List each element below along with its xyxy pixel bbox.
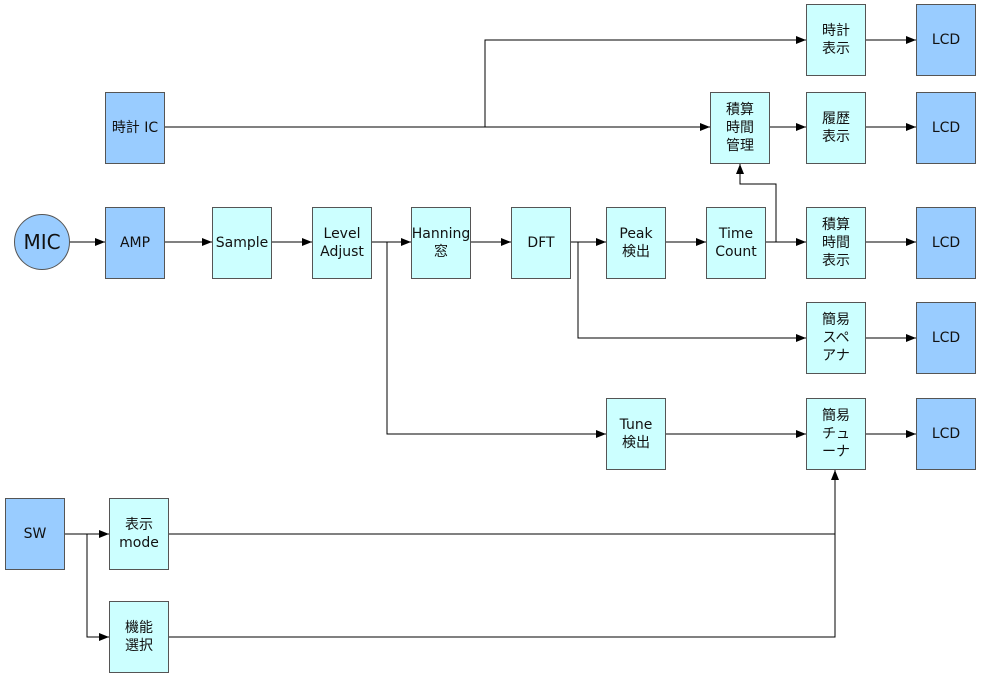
- node-label-line: Sample: [215, 235, 269, 251]
- node-label-line: 簡易: [822, 408, 850, 424]
- node-label-line: Level: [323, 226, 361, 242]
- node-label-line: mode: [119, 535, 159, 551]
- display-mode-block: 表示 mode: [109, 498, 169, 570]
- sample-block: Sample: [212, 207, 272, 279]
- node-label-line: Time: [718, 226, 754, 242]
- node-label-line: 積算: [822, 217, 850, 233]
- node-label-line: 時間: [726, 120, 754, 136]
- node-label-line: 窓: [434, 244, 448, 260]
- node-label-line: Tune: [619, 417, 653, 433]
- node-label-line: 履歴: [822, 111, 850, 127]
- connector-dft-to-spectrum: [577, 242, 806, 342]
- lcd-history: LCD: [916, 92, 976, 164]
- node-label-line: Hanning: [411, 226, 471, 242]
- node-label-line: 時計: [822, 23, 850, 39]
- node-label-line: LCD: [931, 235, 961, 251]
- node-label-line: スペ: [822, 330, 850, 346]
- node-label-line: DFT: [527, 235, 555, 251]
- accumulated-time-management-block: 積算時間管理: [710, 92, 770, 164]
- node-label-line: 検出: [622, 244, 650, 260]
- lcd-clock: LCD: [916, 4, 976, 76]
- lcd-tuner: LCD: [916, 398, 976, 470]
- node-label-line: 検出: [622, 435, 650, 451]
- node-label-line: LCD: [931, 120, 961, 136]
- tuner-block: 簡易チューナ: [806, 398, 866, 470]
- connector-clock_ic-to-clock_disp: [484, 36, 806, 127]
- connector-level-to-tune: [386, 242, 606, 438]
- node-label-line: LCD: [931, 32, 961, 48]
- connector-timecount-to-accum_mgmt: [736, 164, 777, 242]
- node-label-line: SW: [23, 526, 47, 542]
- node-label-line: Peak: [619, 226, 653, 242]
- node-label-line: 機能: [125, 620, 153, 636]
- tune-detect-block: Tune 検出: [606, 398, 666, 470]
- node-label-line: LCD: [931, 330, 961, 346]
- node-label-line: 選択: [125, 638, 153, 654]
- node-label-line: 表示: [822, 129, 850, 145]
- clock-display-block: 時計表示: [806, 4, 866, 76]
- hanning-window-block: Hanning 窓: [411, 207, 471, 279]
- node-label-line: Adjust: [320, 244, 364, 260]
- node-label-line: 時間: [822, 235, 850, 251]
- node-label-line: ーナ: [822, 444, 850, 460]
- node-label-line: 表示: [125, 517, 153, 533]
- node-label-line: Count: [715, 244, 757, 260]
- clock-ic-block: 時計 IC: [105, 92, 165, 164]
- node-label-line: 積算: [726, 102, 754, 118]
- peak-detect-block: Peak 検出: [606, 207, 666, 279]
- dft-block: DFT: [511, 207, 571, 279]
- node-label-line: 管理: [726, 138, 754, 154]
- node-label-line: 簡易: [822, 312, 850, 328]
- node-label-line: 表示: [822, 41, 850, 57]
- node-label-line: MIC: [23, 230, 61, 254]
- sw-block: SW: [5, 498, 65, 570]
- node-label-line: アナ: [822, 348, 850, 364]
- node-label-line: 時計 IC: [111, 120, 159, 136]
- history-display-block: 履歴表示: [806, 92, 866, 164]
- lcd-spectrum: LCD: [916, 302, 976, 374]
- connector-disp_mode-to-tuner: [169, 470, 839, 535]
- node-label-line: LCD: [931, 426, 961, 442]
- connector-func_select-to-tuner: [169, 534, 836, 638]
- lcd-accumulated: LCD: [916, 207, 976, 279]
- node-label-line: 表示: [822, 253, 850, 269]
- spectrum-analyzer-block: 簡易スペアナ: [806, 302, 866, 374]
- connector-sw-to-func_select: [86, 534, 109, 641]
- accumulated-time-display-block: 積算時間表示: [806, 207, 866, 279]
- function-select-block: 機能選択: [109, 601, 169, 673]
- node-label-line: AMP: [119, 235, 151, 251]
- amp-block: AMP: [105, 207, 165, 279]
- mic-node: MIC: [14, 214, 70, 270]
- node-label-line: チュ: [822, 426, 850, 442]
